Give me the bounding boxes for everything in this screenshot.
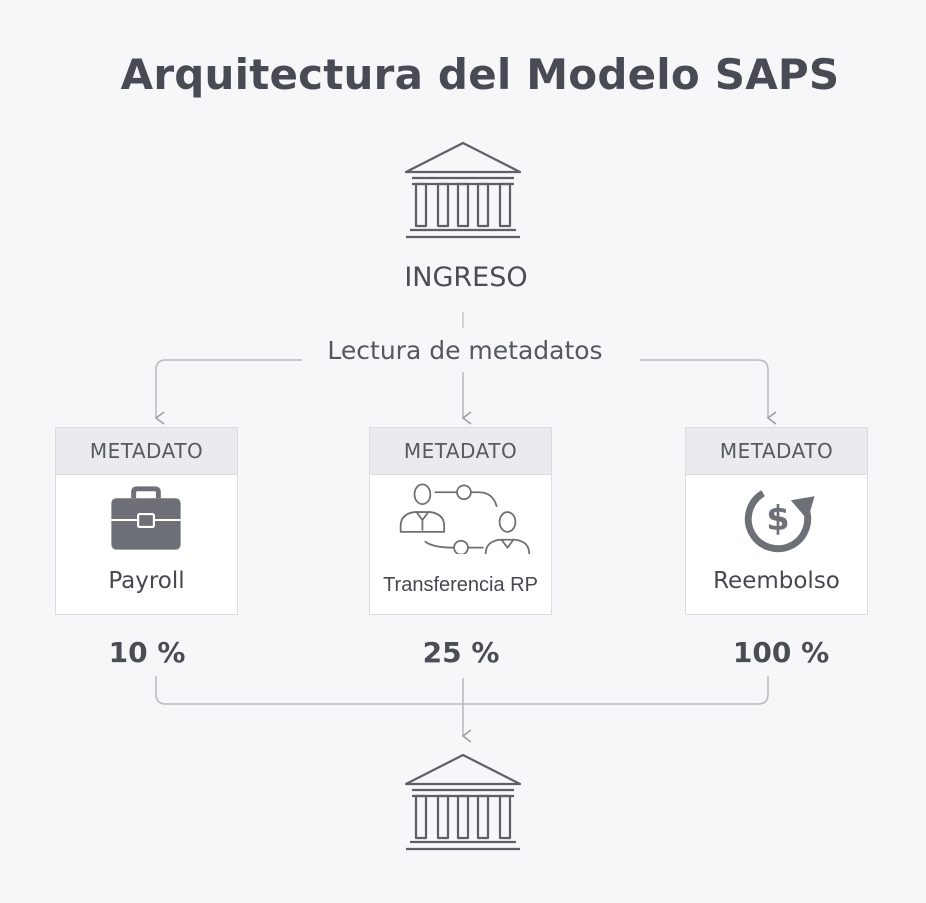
card-label: Payroll <box>108 568 185 594</box>
card-header: METADATO <box>686 428 867 475</box>
svg-text:$: $ <box>766 499 789 538</box>
diagram-title: Arquitectura del Modelo SAPS <box>120 50 840 99</box>
briefcase-icon <box>111 486 181 550</box>
connector-left-branch <box>156 359 302 418</box>
percent-transferencia: 25 % <box>422 636 500 669</box>
percent-payroll: 10 % <box>108 636 186 669</box>
metadata-card-reembolso: METADATO $ Reembolso <box>685 427 868 615</box>
card-label: Reembolso <box>713 568 840 594</box>
people-transfer-icon <box>399 483 531 554</box>
metadata-card-payroll: METADATO Payroll <box>55 427 238 615</box>
bank-icon <box>404 141 522 239</box>
dollar-refund-icon: $ <box>744 490 815 553</box>
connector-merge-line <box>155 676 769 705</box>
card-header: METADATO <box>370 428 551 475</box>
metadata-card-transferencia: METADATO Transferencia RP <box>369 427 552 615</box>
split-label: Lectura de metadatos <box>327 336 603 365</box>
card-header: METADATO <box>56 428 237 475</box>
connector-right-branch <box>640 359 768 418</box>
percent-reembolso: 100 % <box>732 636 830 669</box>
card-label: Transferencia RP <box>383 574 538 596</box>
ingreso-label: INGRESO <box>404 262 528 293</box>
bank-icon <box>404 753 522 851</box>
